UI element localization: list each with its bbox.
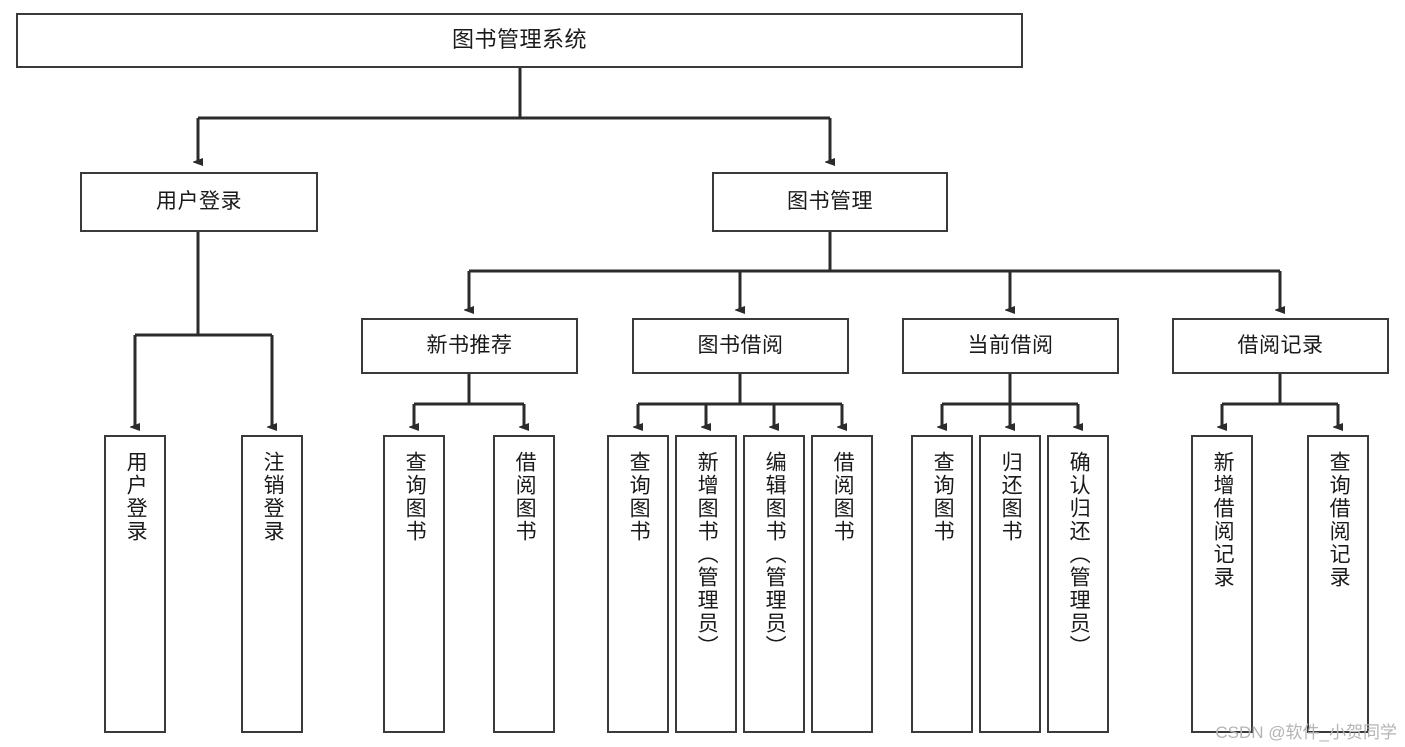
node-leaf-add-book-admin[interactable]: 新增图书（管理员） <box>675 435 737 733</box>
node-label: 新增图书（管理员） <box>695 451 719 658</box>
node-label: 查询图书 <box>627 451 651 543</box>
node-label: 图书管理 <box>787 190 873 214</box>
node-leaf-borrow-book-recommend[interactable]: 借阅图书 <box>493 435 555 733</box>
node-leaf-query-book-recommend[interactable]: 查询图书 <box>383 435 445 733</box>
node-label: 新增借阅记录 <box>1211 451 1235 589</box>
node-label: 图书管理系统 <box>451 27 587 53</box>
node-label: 用户登录 <box>156 190 242 214</box>
node-leaf-add-borrow-record[interactable]: 新增借阅记录 <box>1191 435 1253 733</box>
node-label: 当前借阅 <box>967 334 1054 358</box>
node-label: 借阅图书 <box>513 451 537 543</box>
node-label: 查询借阅记录 <box>1327 451 1351 589</box>
node-user-login[interactable]: 用户登录 <box>80 172 318 232</box>
node-label: 借阅记录 <box>1237 334 1324 358</box>
node-label: 确认归还（管理员） <box>1067 451 1091 658</box>
node-book-management[interactable]: 图书管理 <box>712 172 948 232</box>
node-leaf-return-book[interactable]: 归还图书 <box>979 435 1041 733</box>
node-current-borrow[interactable]: 当前借阅 <box>902 318 1119 374</box>
node-root-book-management-system[interactable]: 图书管理系统 <box>16 13 1023 68</box>
node-leaf-query-borrow-record[interactable]: 查询借阅记录 <box>1307 435 1369 733</box>
node-borrow-record[interactable]: 借阅记录 <box>1172 318 1389 374</box>
node-leaf-logout[interactable]: 注销登录 <box>241 435 303 733</box>
node-label: 归还图书 <box>999 451 1023 543</box>
node-book-borrow[interactable]: 图书借阅 <box>632 318 849 374</box>
node-label: 借阅图书 <box>831 451 855 543</box>
node-leaf-edit-book-admin[interactable]: 编辑图书（管理员） <box>743 435 805 733</box>
node-label: 编辑图书（管理员） <box>763 451 787 658</box>
node-label: 用户登录 <box>124 451 148 543</box>
node-label: 图书借阅 <box>697 334 784 358</box>
node-leaf-user-login[interactable]: 用户登录 <box>104 435 166 733</box>
node-new-book-recommend[interactable]: 新书推荐 <box>361 318 578 374</box>
node-leaf-confirm-return-admin[interactable]: 确认归还（管理员） <box>1047 435 1109 733</box>
node-label: 查询图书 <box>931 451 955 543</box>
watermark: CSDN @软件_小贺同学 <box>1215 723 1397 742</box>
node-label: 查询图书 <box>403 451 427 543</box>
node-leaf-query-book-current[interactable]: 查询图书 <box>911 435 973 733</box>
node-leaf-borrow-book[interactable]: 借阅图书 <box>811 435 873 733</box>
node-label: 注销登录 <box>261 451 285 543</box>
node-label: 新书推荐 <box>426 334 513 358</box>
node-leaf-query-book-borrow[interactable]: 查询图书 <box>607 435 669 733</box>
